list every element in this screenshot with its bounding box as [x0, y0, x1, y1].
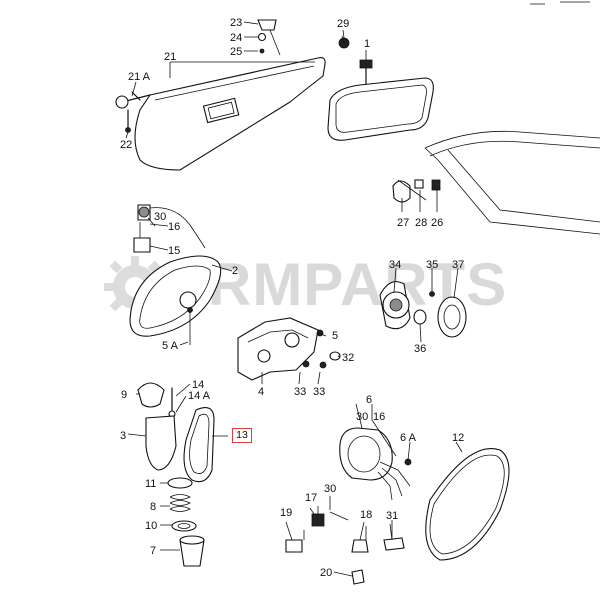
callout-8: 8 [150, 501, 156, 513]
callout-32: 32 [342, 352, 354, 364]
callout-33-right: 33 [313, 386, 325, 398]
callout-6a: 6 A [400, 432, 417, 444]
callout-14a: 14 A [188, 390, 211, 402]
mirror-bracket [237, 317, 341, 381]
callout-19: 19 [280, 507, 292, 519]
small-hardware [285, 506, 405, 585]
callout-labels: 1 2 3 4 5 5 A 6 6 A 7 8 9 10 11 12 14 14… [120, 17, 464, 579]
callout-27: 27 [397, 217, 409, 229]
lamp-socket [133, 204, 206, 253]
callout-29: 29 [337, 18, 349, 30]
callout-22: 22 [120, 139, 132, 151]
callout-25: 25 [230, 46, 242, 58]
visor-clip [257, 19, 281, 56]
callout-5: 5 [332, 330, 338, 342]
leader-lines [125, 21, 463, 577]
callout-21a: 21 A [128, 71, 151, 83]
callout-15: 15 [168, 245, 180, 257]
motor-assembly [339, 427, 412, 501]
spring-stack [167, 477, 205, 567]
callout-37: 37 [452, 259, 464, 271]
callout-34: 34 [389, 259, 401, 271]
mirror-base-parts [137, 382, 215, 483]
callout-35: 35 [426, 259, 438, 271]
callout-24: 24 [230, 32, 242, 44]
callout-17: 17 [305, 492, 317, 504]
callout-10: 10 [145, 520, 157, 532]
callout-12: 12 [452, 432, 464, 444]
callout-16-top: 16 [168, 221, 180, 233]
mirror-housing [129, 255, 222, 345]
mirror-motor [379, 281, 467, 338]
rear-view-mirror [327, 37, 434, 141]
windshield-frame [424, 130, 600, 235]
callout-28: 28 [415, 217, 427, 229]
callout-7: 7 [150, 545, 156, 557]
callout-6: 6 [366, 394, 372, 406]
highlighted-part-13[interactable]: 13 [232, 428, 252, 443]
callout-36: 36 [414, 343, 426, 355]
callout-30-top: 30 [154, 211, 166, 223]
callout-20: 20 [320, 567, 332, 579]
mirror-glass [425, 448, 510, 561]
callout-33-left: 33 [294, 386, 306, 398]
callout-3: 3 [120, 430, 126, 442]
callout-26: 26 [431, 217, 443, 229]
callout-16-bottom: 16 [373, 411, 385, 423]
page-header-fragment [530, 1, 590, 5]
callout-1: 1 [364, 38, 370, 50]
callout-18: 18 [360, 509, 372, 521]
callout-14: 14 [192, 379, 204, 391]
callout-4: 4 [258, 386, 264, 398]
callout-9: 9 [121, 389, 127, 401]
callout-21: 21 [164, 51, 176, 63]
sun-visor [115, 57, 326, 171]
callout-11: 11 [145, 478, 156, 490]
mirror-mount-parts [392, 179, 441, 203]
callout-2: 2 [232, 265, 238, 277]
callout-5a: 5 A [162, 340, 179, 352]
callout-30-bottom: 30 [324, 483, 336, 495]
callout-30-mid: 30 [356, 411, 368, 423]
callout-31: 31 [386, 510, 398, 522]
callout-23: 23 [230, 17, 242, 29]
